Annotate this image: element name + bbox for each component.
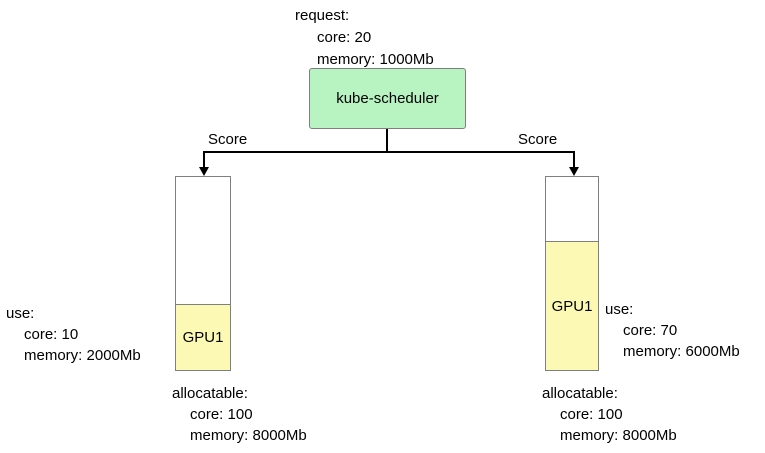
gpu1-label-right: GPU1 — [551, 297, 593, 315]
allocatable-core-right: core: 100 — [560, 406, 623, 423]
allocatable-core-left: core: 100 — [190, 406, 253, 423]
use-text-block-left: use: core: 10 memory: 2000Mb — [6, 303, 141, 366]
allocatable-text-block-left: allocatable: core: 100 memory: 8000Mb — [172, 383, 307, 446]
request-memory-line: memory: 1000Mb — [317, 51, 434, 68]
connector-left-drop-line — [203, 151, 205, 168]
connector-right-drop-line — [573, 151, 575, 168]
use-memory-left: memory: 2000Mb — [24, 347, 141, 364]
connector-stem-line — [386, 129, 388, 152]
gpu1-label-left: GPU1 — [182, 329, 224, 346]
use-title-right: use: — [605, 301, 634, 318]
use-text-block-right: use: core: 70 memory: 6000Mb — [605, 299, 740, 362]
connector-horizontal-line — [203, 151, 575, 153]
kube-scheduler-label: kube-scheduler — [336, 90, 439, 107]
arrow-down-left-icon — [199, 167, 209, 176]
gpu1-fill-right: GPU1 — [546, 241, 598, 370]
gpu1-fill-left: GPU1 — [176, 304, 230, 370]
request-text-block: request: core: 20 memory: 1000Mb — [295, 5, 434, 71]
allocatable-title-left: allocatable: — [172, 385, 248, 402]
allocatable-memory-right: memory: 8000Mb — [560, 427, 677, 444]
use-core-right: core: 70 — [623, 322, 678, 339]
node-box-right: GPU1 — [545, 176, 599, 371]
allocatable-title-right: allocatable: — [542, 385, 618, 402]
use-memory-right: memory: 6000Mb — [623, 343, 740, 360]
kube-scheduler-box: kube-scheduler — [309, 68, 466, 129]
score-label-left: Score — [208, 131, 248, 148]
score-label-right: Score — [518, 131, 558, 148]
allocatable-memory-left: memory: 8000Mb — [190, 427, 307, 444]
arrow-down-right-icon — [569, 167, 579, 176]
request-core-line: core: 20 — [317, 29, 372, 46]
allocatable-text-block-right: allocatable: core: 100 memory: 8000Mb — [542, 383, 677, 446]
node-box-left: GPU1 — [175, 176, 231, 371]
request-title: request: — [295, 7, 350, 24]
use-title-left: use: — [6, 305, 35, 322]
use-core-left: core: 10 — [24, 326, 79, 343]
